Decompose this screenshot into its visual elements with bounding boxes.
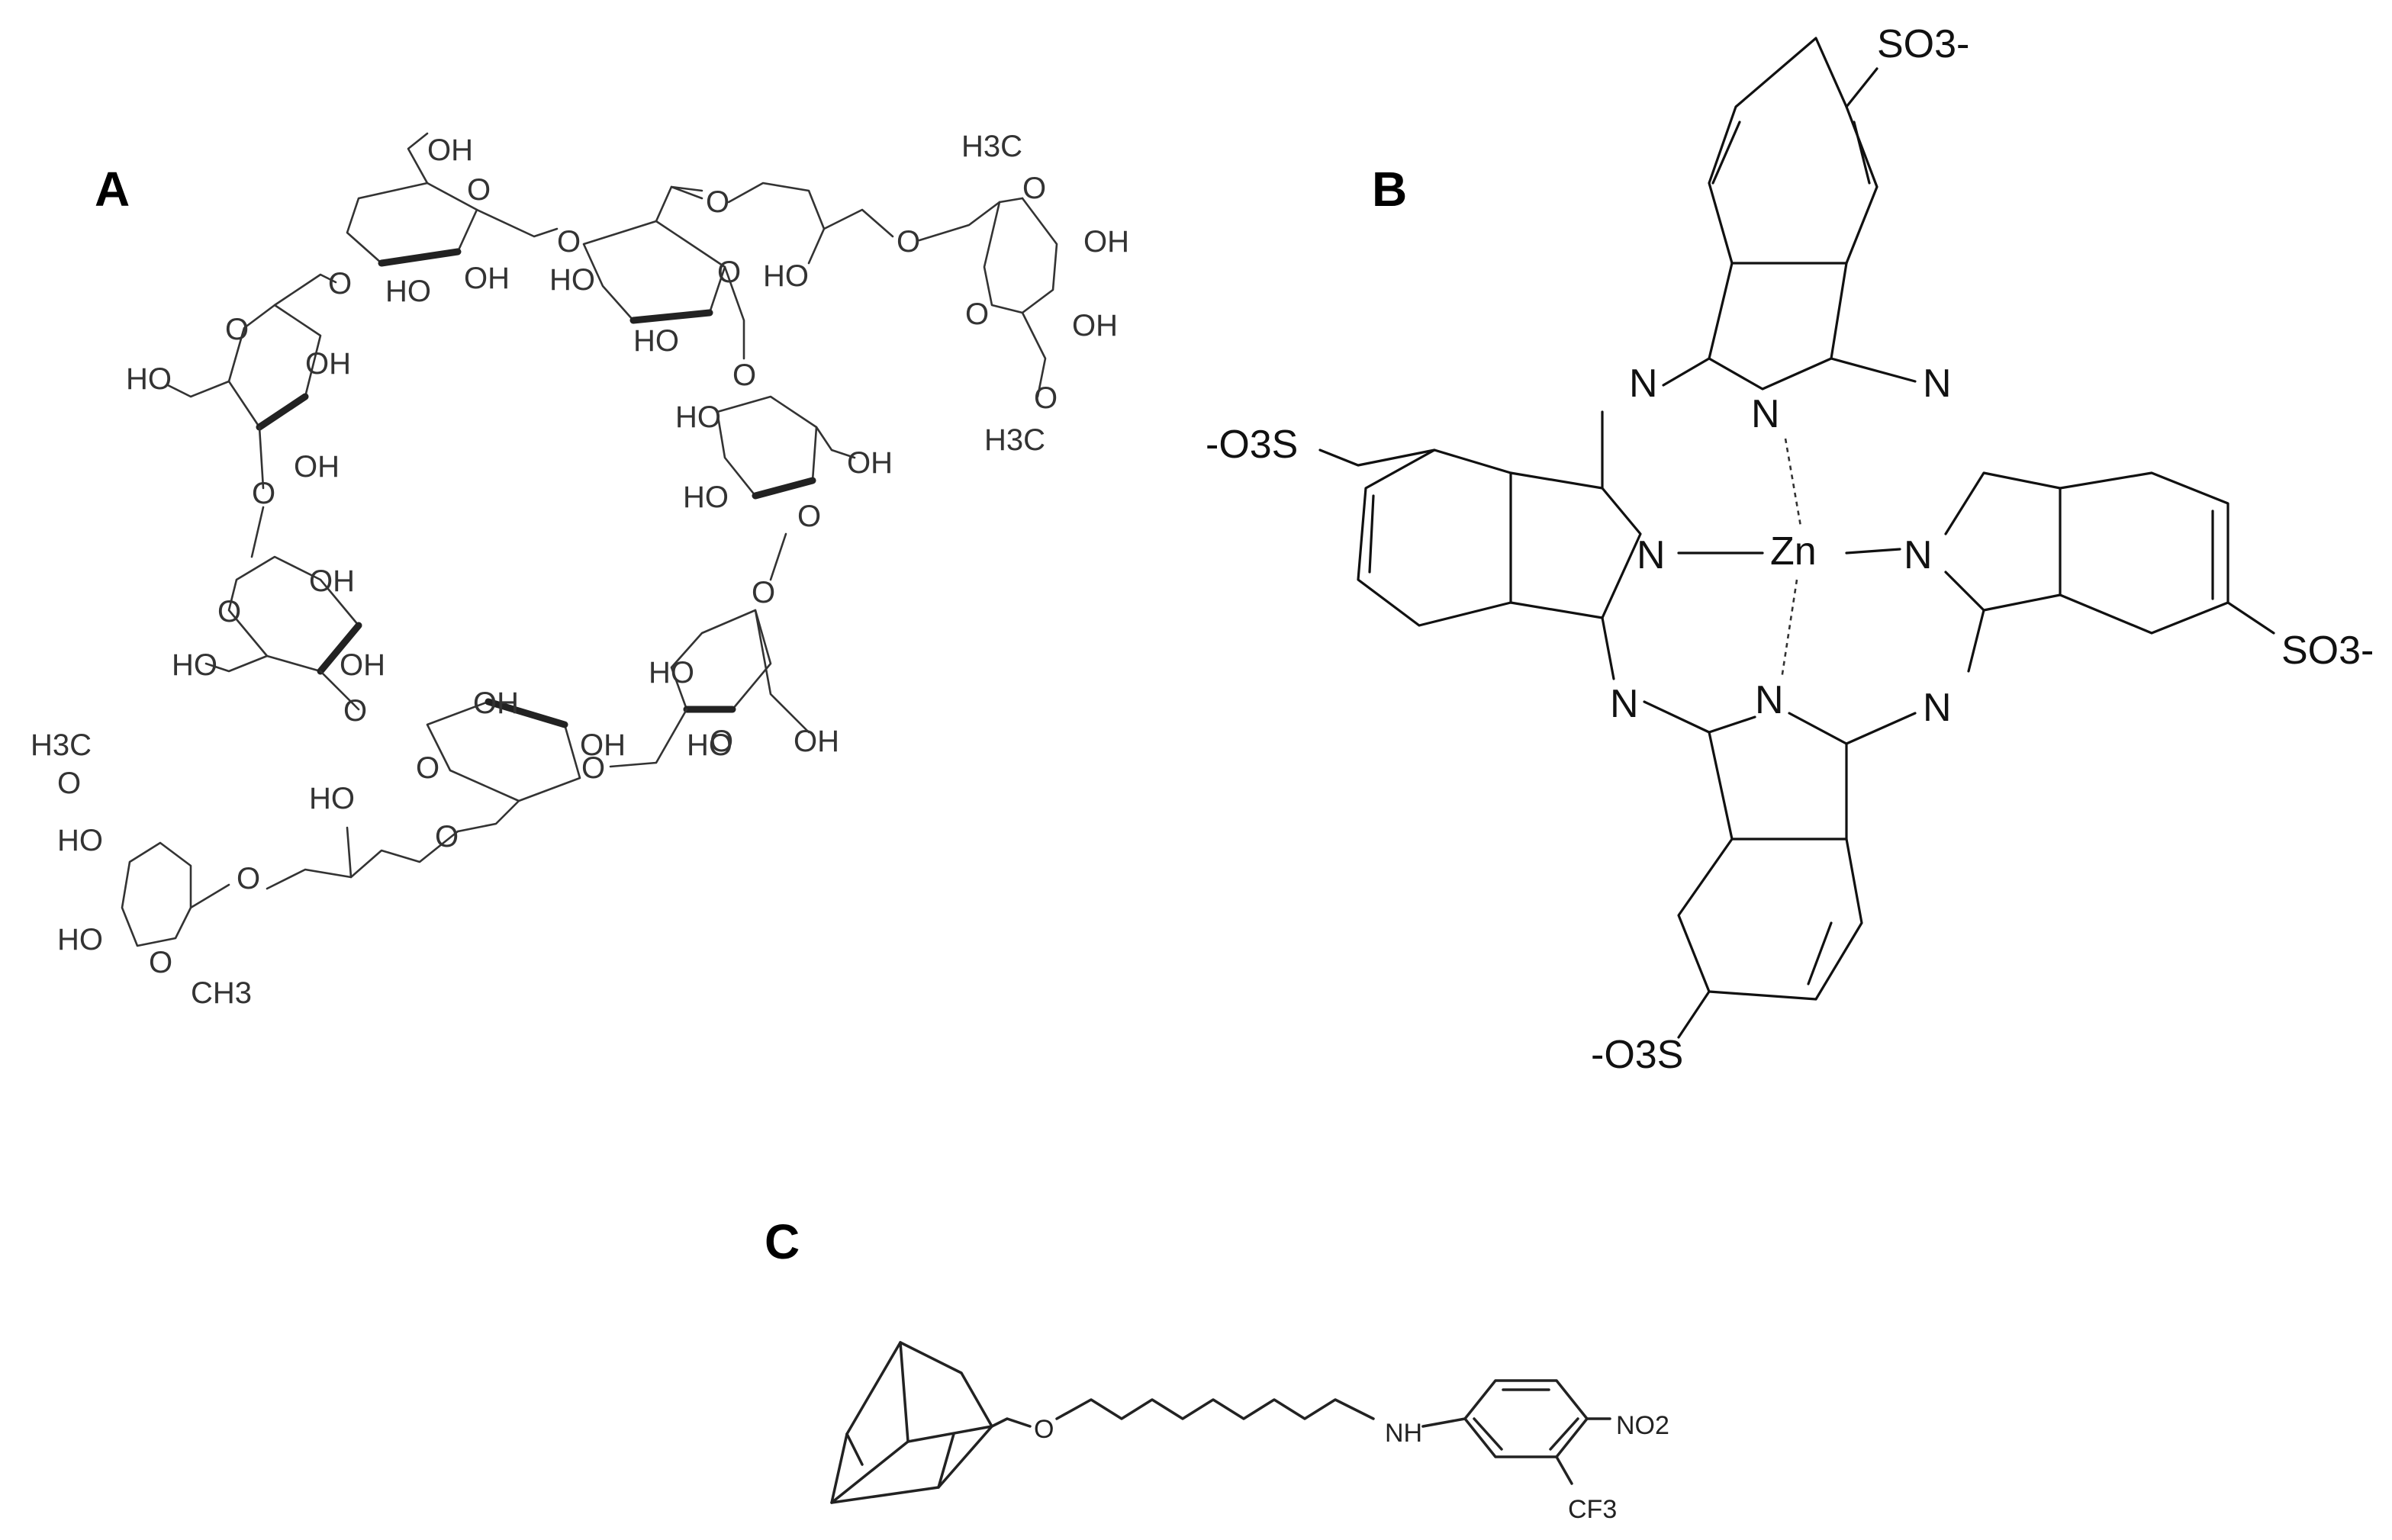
o-label: O — [717, 256, 741, 289]
oh-label: OH — [473, 686, 519, 720]
ho-label: HO — [57, 923, 103, 956]
oh-label: OH — [580, 728, 626, 762]
o-label: O — [557, 225, 581, 259]
h3c-label: H3C — [961, 130, 1022, 163]
ho-label: HO — [687, 728, 732, 762]
o-label: O — [706, 185, 729, 219]
ho-label: HO — [549, 263, 595, 297]
glucose-unit-4: HO HO O OH O — [581, 609, 839, 785]
panel-b: B SO3- N N N N -O3S Zn — [1206, 22, 2374, 1077]
ho-label: HO — [172, 648, 217, 682]
nitrogen-label: N — [1923, 362, 1952, 406]
glucose-unit-6: OH OH O HO O — [172, 555, 385, 728]
nh-label: NH — [1385, 1419, 1422, 1448]
alkyl-ether-linker: O NH — [990, 1398, 1466, 1448]
glucose-unit-2: HO O HO O O — [549, 185, 756, 392]
oh-label: OH — [294, 450, 340, 484]
ho-label: HO — [309, 782, 355, 815]
panel-a: A OH O HO OH O HO O HO — [31, 130, 1129, 1010]
oh-label: OH — [1083, 225, 1129, 259]
ho-label: HO — [763, 259, 809, 293]
nitrogen-label: N — [1904, 533, 1933, 577]
o-label: O — [732, 358, 756, 392]
o-label: O — [343, 694, 367, 728]
cf3-label: CF3 — [1568, 1495, 1617, 1524]
sulfonate-label: SO3- — [2281, 629, 2374, 673]
oxygen-label: O — [1034, 1415, 1054, 1444]
oh-label: OH — [309, 564, 355, 598]
o-label: O — [57, 767, 81, 800]
nitro-label: NO2 — [1616, 1411, 1669, 1440]
o-label: O — [752, 576, 775, 609]
panel-c: C O NH NO2 CF3 — [765, 1214, 1669, 1524]
nitrogen-label: N — [1751, 392, 1780, 436]
nitrogen-label: N — [1923, 686, 1952, 730]
sulfonate-label: -O3S — [1206, 423, 1298, 467]
o-label: O — [237, 862, 260, 895]
isoindole-left: N -O3S — [1206, 410, 1666, 627]
ho-label: HO — [649, 656, 694, 690]
o-label: O — [416, 751, 439, 785]
cyclodextrin-ring: OH O HO OH O HO O HO O O — [126, 132, 893, 854]
o-label: O — [225, 313, 249, 346]
oh-label: OH — [464, 262, 510, 295]
oh-label: OH — [847, 446, 893, 480]
o-label: O — [797, 500, 821, 533]
glucose-unit-3: HO O OH HO O — [675, 395, 893, 609]
isoindole-top: SO3- N — [1708, 22, 1969, 436]
ho-label: HO — [385, 275, 431, 308]
glucose-unit-7: OH OH O HO O O — [126, 267, 352, 558]
o-label: O — [217, 595, 241, 629]
panel-a-label: A — [95, 162, 130, 217]
ch3-label: CH3 — [191, 976, 252, 1010]
ho-label: HO — [633, 324, 679, 358]
ho-label: HO — [683, 481, 729, 514]
oh-label: OH — [1072, 309, 1118, 342]
oh-label: OH — [427, 133, 473, 167]
o-label: O — [435, 820, 459, 854]
ho-label: HO — [126, 362, 172, 396]
glucose-unit-5: OH OH O O — [416, 686, 626, 854]
zinc-label: Zn — [1770, 529, 1817, 574]
ho-label: HO — [675, 400, 721, 434]
nitro-cf3-benzene: NO2 CF3 — [1463, 1379, 1669, 1524]
glyceryl-methylpyranose-bottom: HO O H3C O HO HO O CH3 — [31, 728, 459, 1010]
sulfonate-label: SO3- — [1877, 22, 1969, 66]
o-label: O — [1022, 172, 1046, 205]
o-label: O — [965, 297, 989, 331]
o-label: O — [581, 751, 605, 785]
h3c-label: H3C — [984, 423, 1045, 457]
panel-c-label: C — [765, 1214, 800, 1269]
ho-label: HO — [57, 824, 103, 857]
nitrogen-label: N — [1637, 533, 1666, 577]
o-label: O — [1034, 381, 1058, 415]
o-label: O — [252, 477, 275, 510]
oh-label: OH — [340, 648, 385, 682]
nitrogen-label: N — [1610, 682, 1639, 726]
o-label: O — [710, 725, 733, 758]
nitrogen-label: N — [1755, 678, 1784, 722]
o-label: O — [149, 946, 172, 979]
panel-b-label: B — [1372, 162, 1407, 217]
o-label: O — [897, 225, 920, 259]
o-label: O — [328, 267, 352, 301]
sulfonate-label: -O3S — [1591, 1033, 1683, 1077]
isoindole-bottom: N -O3S — [1591, 678, 1917, 1077]
oh-label: OH — [794, 725, 839, 758]
glucose-unit-1: OH O HO OH O — [346, 132, 581, 308]
oh-label: OH — [305, 347, 351, 381]
adamantane-cage — [830, 1341, 993, 1504]
nitrogen-label: N — [1629, 362, 1658, 406]
isoindole-right: N SO3- — [1904, 471, 2374, 673]
glyceryl-methylpyranose-top: HO O O H3C OH OH O O H3C — [670, 130, 1129, 457]
h3c-label: H3C — [31, 728, 92, 762]
o-label: O — [467, 173, 491, 207]
